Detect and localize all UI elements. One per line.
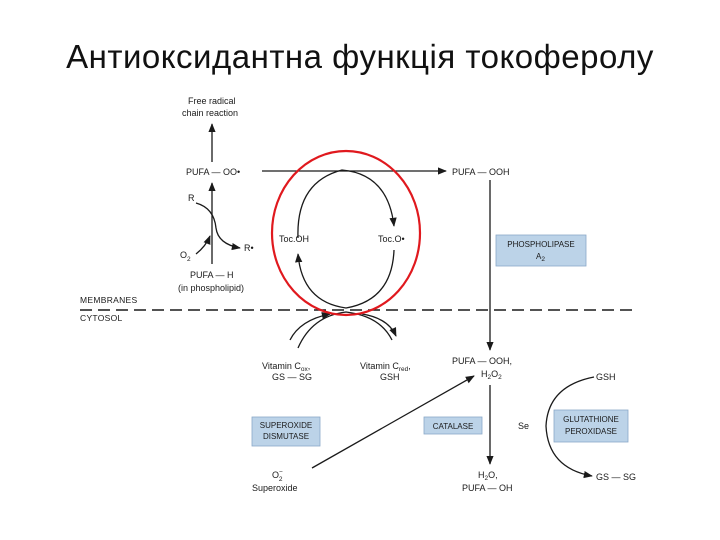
o2-label: O2	[180, 250, 191, 263]
r-label: R	[188, 193, 195, 203]
arrow-tocdot-to-tocoh	[295, 249, 395, 309]
superoxide-dismutase-label-2: DISMUTASE	[263, 432, 309, 441]
gs-sg-right-label: GS — SG	[596, 472, 636, 482]
pufa-ooh-cytosol-label: PUFA — OOH,	[452, 356, 512, 366]
catalase-label: CATALASE	[433, 422, 474, 431]
gsh-right-label: GSH	[596, 372, 616, 382]
arrow-vitc-red	[361, 313, 397, 337]
pufa-oo-radical-label: PUFA — OO•	[186, 167, 240, 177]
vitc-crossing-arc	[297, 311, 393, 349]
phospholipase-a2-label: A2	[536, 252, 545, 263]
slide-title: Антиоксидантна функція токоферолу	[66, 38, 654, 75]
pufa-oh-label: PUFA — OH	[462, 483, 513, 493]
h2o2-label: H2O2	[481, 369, 502, 381]
vitamin-c-red-label: Vitamin Cred,	[360, 361, 411, 373]
o2-superoxide-symbol: O−2	[272, 469, 283, 483]
arrow-o2-in	[195, 235, 211, 255]
superoxide-dismutase-box	[251, 416, 321, 447]
catalase-box	[423, 416, 483, 435]
toc-oh-label: Toc.OH	[279, 234, 309, 244]
arrow-superoxide-to-h2o2	[311, 375, 475, 469]
r-dot-label: R•	[244, 243, 254, 253]
pufa-h-label: PUFA — H	[190, 270, 234, 280]
h2o-label: H2O,	[478, 470, 498, 482]
arrow-r-to-r-dot	[195, 202, 241, 251]
phospholipase-a2-box	[495, 234, 587, 267]
pufa-ooh-top-label: PUFA — OOH	[452, 167, 510, 177]
superoxide-dismutase-label-1: SUPEROXIDE	[260, 421, 312, 430]
membranes-label: MEMBRANES	[80, 295, 138, 305]
glutathione-peroxidase-box	[553, 409, 629, 443]
vitamin-c-ox-label: Vitamin Cox,	[262, 361, 310, 373]
phospholipase-label: PHOSPHOLIPASE	[507, 240, 574, 249]
gsh-left-label: GSH	[380, 372, 400, 382]
arrow-tocoh-to-tocdot	[297, 169, 397, 239]
highlight-ring	[270, 149, 422, 317]
gs-sg-left-label: GS — SG	[272, 372, 312, 382]
arrow-vitc-ox	[289, 312, 331, 341]
selenium-label: Se	[518, 421, 529, 431]
chain-reaction-label: chain reaction	[182, 108, 238, 118]
free-radical-label: Free radical	[188, 96, 236, 106]
toc-o-radical-label: Toc.O•	[378, 234, 405, 244]
glutathione-label: GLUTATHIONE	[563, 415, 619, 424]
arrow-gsh-to-gssg	[545, 376, 595, 479]
peroxidase-label: PEROXIDASE	[565, 427, 617, 436]
in-phospholipid-label: (in phospholipid)	[178, 283, 244, 293]
cytosol-label: CYTOSOL	[80, 313, 123, 323]
superoxide-label: Superoxide	[252, 483, 298, 493]
